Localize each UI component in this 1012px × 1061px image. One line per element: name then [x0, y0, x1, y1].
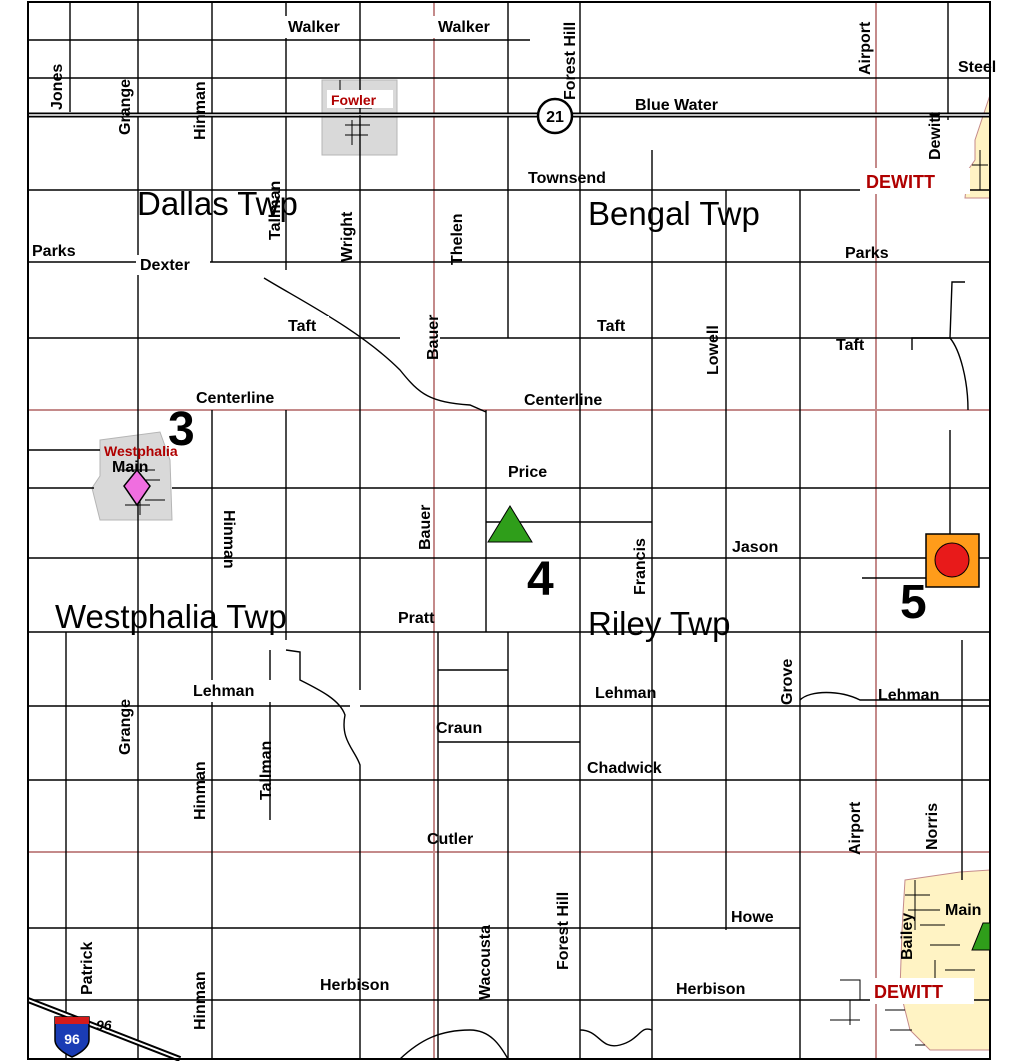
craun-road-label: Craun: [436, 720, 482, 737]
grove-road-label: Grove: [779, 659, 796, 705]
green-triangle-marker-dewitt[interactable]: [971, 922, 991, 951]
centerline-road-label-west: Centerline: [196, 390, 274, 407]
site-number-4: 4: [527, 553, 554, 606]
i96-shield-number: 96: [64, 1031, 80, 1047]
lehman-road-label-west: Lehman: [193, 683, 254, 700]
taft-road-label-west: Taft: [288, 318, 317, 335]
site-number-5: 5: [900, 576, 927, 629]
site-number-3: 3: [168, 403, 195, 456]
city-streets: [120, 80, 988, 1046]
map-frame: [27, 1, 991, 1060]
herbison-road-label-west: Herbison: [320, 977, 389, 994]
lowell-road-label: Lowell: [705, 325, 722, 375]
orange-square-red-circle-marker[interactable]: [925, 533, 980, 588]
thelen-road-label: Thelen: [449, 213, 466, 265]
tallman-road-label-south: Tallman: [258, 741, 275, 800]
airport-road-label-north: Airport: [857, 21, 874, 75]
city-areas: [91, 79, 991, 1051]
i96-highway-label: 96: [96, 1017, 112, 1033]
townsend-road-label: Townsend: [528, 170, 606, 187]
francis-road-label: Francis: [632, 538, 649, 595]
riley-twp-label: Riley Twp: [588, 605, 730, 642]
steel-road-label: Steel: [958, 59, 996, 76]
taft-road-label-middle: Taft: [597, 318, 626, 335]
hinman-road-label-north: Hinman: [192, 81, 209, 140]
bailey-road-label: Bailey: [899, 913, 916, 960]
jason-road-label: Jason: [732, 539, 778, 556]
main-road-label-west: Main: [112, 459, 148, 476]
walker-road-label-1: Walker: [288, 19, 340, 36]
tallman-road-label-north: Tallman: [267, 181, 284, 240]
norris-road-label: Norris: [924, 803, 941, 850]
dexter-road-label: Dexter: [140, 257, 190, 274]
chadwick-road-label: Chadwick: [587, 760, 662, 777]
jones-road-label: Jones: [49, 64, 66, 110]
parks-road-label-west: Parks: [32, 243, 76, 260]
m21-shield[interactable]: 21: [536, 97, 574, 135]
dewitt-south-city-label: DEWITT: [874, 982, 943, 1002]
airport-road-label-south: Airport: [847, 801, 864, 855]
township-labels: Dallas Twp Bengal Twp Westphalia Twp Ril…: [55, 185, 760, 642]
parks-road-label-east: Parks: [845, 245, 889, 262]
dallas-twp-label: Dallas Twp: [137, 185, 298, 222]
westphalia-city-label: Westphalia: [104, 443, 178, 459]
herbison-road-label-east: Herbison: [676, 981, 745, 998]
city-labels: Fowler DEWITT Westphalia DEWITT: [104, 90, 974, 1004]
pink-diamond-marker[interactable]: [123, 468, 151, 507]
site-numbers: 3 4 5: [168, 403, 927, 629]
bauer-road-label-north: Bauer: [425, 315, 442, 360]
howe-road-label: Howe: [731, 909, 774, 926]
westphalia-twp-label: Westphalia Twp: [55, 598, 287, 635]
road-labels: Walker Walker Forest Hill Airport Steel …: [30, 16, 996, 1030]
hinman-road-label-south: Hinman: [192, 761, 209, 820]
walker-road-label-2: Walker: [438, 19, 490, 36]
dewitt-north-city-label: DEWITT: [866, 172, 935, 192]
hinman-road-label-southmost: Hinman: [192, 971, 209, 1030]
green-triangle-marker[interactable]: [487, 505, 533, 543]
patrick-road-label: Patrick: [79, 942, 96, 995]
price-road-label: Price: [508, 464, 547, 481]
forest-hill-road-label-south: Forest Hill: [555, 892, 572, 970]
centerline-road-label-middle: Centerline: [524, 392, 602, 409]
bengal-twp-label: Bengal Twp: [588, 195, 760, 232]
wacousta-road-label: Wacousta: [477, 925, 494, 1000]
i96-shield[interactable]: 96 96: [54, 1016, 112, 1058]
grange-road-label-south: Grange: [117, 699, 134, 755]
wright-road-label: Wright: [339, 211, 356, 262]
highways: [26, 112, 990, 1061]
dewitt-south-area: [899, 869, 991, 1051]
local-roads: [28, 2, 990, 1060]
bauer-road-label-middle: Bauer: [417, 505, 434, 550]
lehman-road-label-east: Lehman: [878, 687, 939, 704]
lehman-road-label-middle: Lehman: [595, 685, 656, 702]
cutler-road-label: Cutler: [427, 831, 473, 848]
forest-hill-road-label-north: Forest Hill: [562, 22, 579, 100]
hinman-road-label-middle: Hinman: [220, 510, 237, 569]
m21-shield-number: 21: [546, 109, 564, 126]
fowler-city-label: Fowler: [331, 92, 377, 108]
taft-road-label-east: Taft: [836, 337, 865, 354]
dewitt-road-label: Dewitt: [927, 111, 944, 160]
main-road-label-east: Main: [945, 902, 981, 919]
grange-road-label-north: Grange: [117, 79, 134, 135]
pratt-road-label: Pratt: [398, 610, 435, 627]
blue-water-highway-label: Blue Water: [635, 97, 718, 114]
